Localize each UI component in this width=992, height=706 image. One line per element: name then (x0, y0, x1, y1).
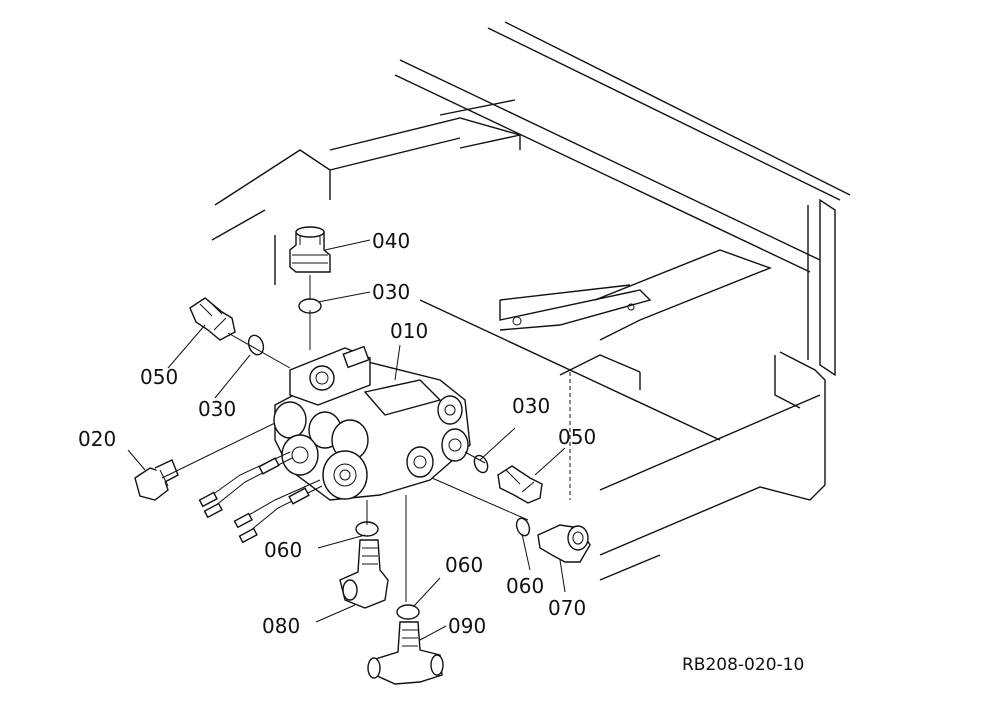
callout-060-right: 060 (506, 574, 544, 598)
frame-outline (211, 21, 851, 581)
o-ring-060-lower (396, 604, 420, 620)
o-ring-060-right (515, 517, 531, 537)
callout-030-top: 030 (372, 280, 410, 304)
control-valve-body (273, 345, 471, 501)
callout-050-left: 050 (140, 365, 178, 389)
leader-lines (127, 239, 566, 641)
o-ring-030-right (473, 454, 489, 474)
callout-040: 040 (372, 229, 410, 253)
callout-080: 080 (262, 614, 300, 638)
callout-050-right: 050 (558, 425, 596, 449)
fitting-050-right (497, 465, 543, 504)
wire-harness (198, 451, 323, 544)
callout-090: 090 (448, 614, 486, 638)
callout-020: 020 (78, 427, 116, 451)
callout-030-left: 030 (198, 397, 236, 421)
reference-code: RB208-020-10 (682, 655, 804, 675)
callout-060-left: 060 (264, 538, 302, 562)
tee-090 (367, 621, 444, 685)
o-ring-030-left (247, 334, 265, 356)
elbow-080 (339, 539, 389, 609)
plug-020 (134, 459, 179, 501)
elbow-070 (537, 524, 591, 563)
callout-060-center: 060 (445, 553, 483, 577)
o-rings (247, 298, 531, 620)
callout-070: 070 (548, 596, 586, 620)
fitting-050-left (189, 297, 236, 341)
callout-010: 010 (390, 319, 428, 343)
fitting-040 (289, 226, 331, 273)
callout-030-right: 030 (512, 394, 550, 418)
callout-labels: 040 030 010 050 030 020 030 050 060 060 … (78, 229, 804, 675)
